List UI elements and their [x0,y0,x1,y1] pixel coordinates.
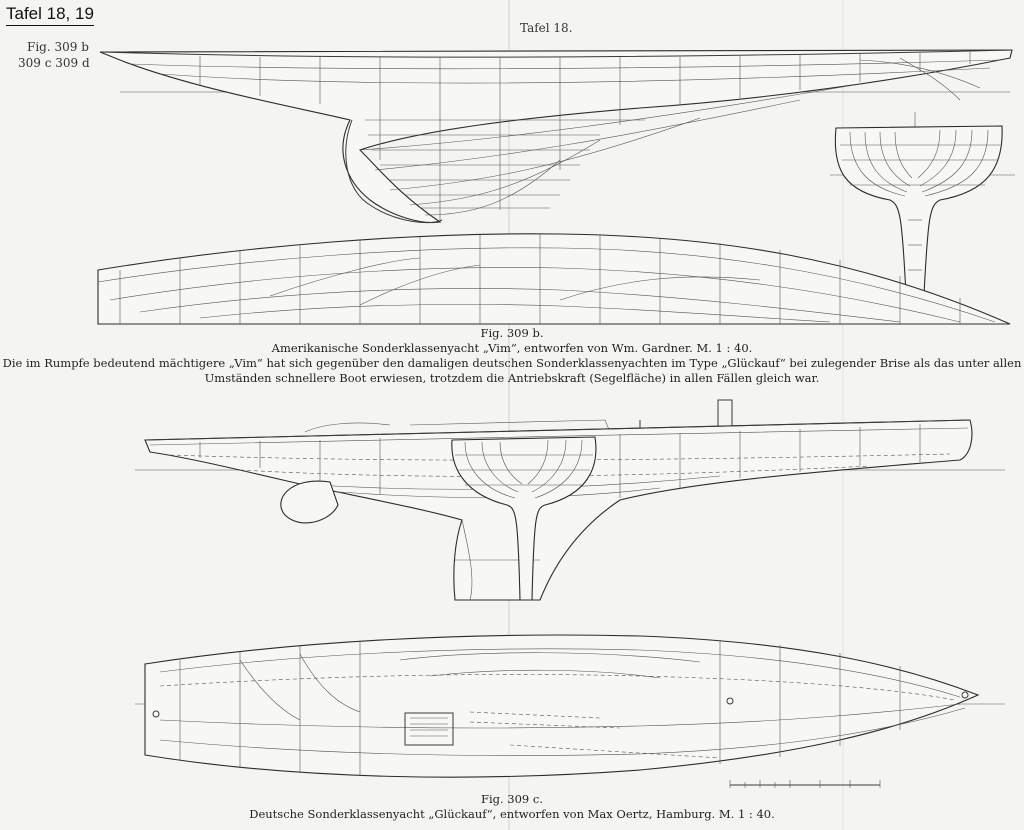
page-fold [508,0,510,830]
vim-half-breadth-plan [97,233,1011,325]
fig-309c-title: Deutsche Sonderklassenyacht „Glückauf“, … [249,807,775,821]
fig-309b-label: Fig. 309 b. [480,326,544,340]
figure-reference-line1: Fig. 309 b [27,40,89,54]
fig-309c-label: Fig. 309 c. [480,792,544,806]
glueckauf-half-breadth-plan [135,634,1005,778]
fig-309b-description-line2: Umständen schnellere Boot erwiesen, trot… [204,371,820,385]
fig-309b-title: Amerikanische Sonderklassenyacht „Vim“, … [271,341,753,355]
fig-309b-description-line1: Die im Rumpfe bedeutend mächtigere „Vim“… [2,356,1022,370]
vim-sheer-plan [99,49,1013,224]
page-fold-right [842,0,844,830]
figure-reference-line2: 309 c 309 d [18,56,90,70]
plate-title: Tafel 18. [520,21,573,35]
fig-309c-caption: Fig. 309 c. Deutsche Sonderklassenyacht … [0,792,1024,822]
plate-label: Tafel 18, 19 [6,4,94,26]
scale-bar [729,780,881,788]
glueckauf-sheer-plan [135,399,1005,601]
fig-309b-caption: Fig. 309 b. Amerikanische Sonderklasseny… [0,326,1024,386]
